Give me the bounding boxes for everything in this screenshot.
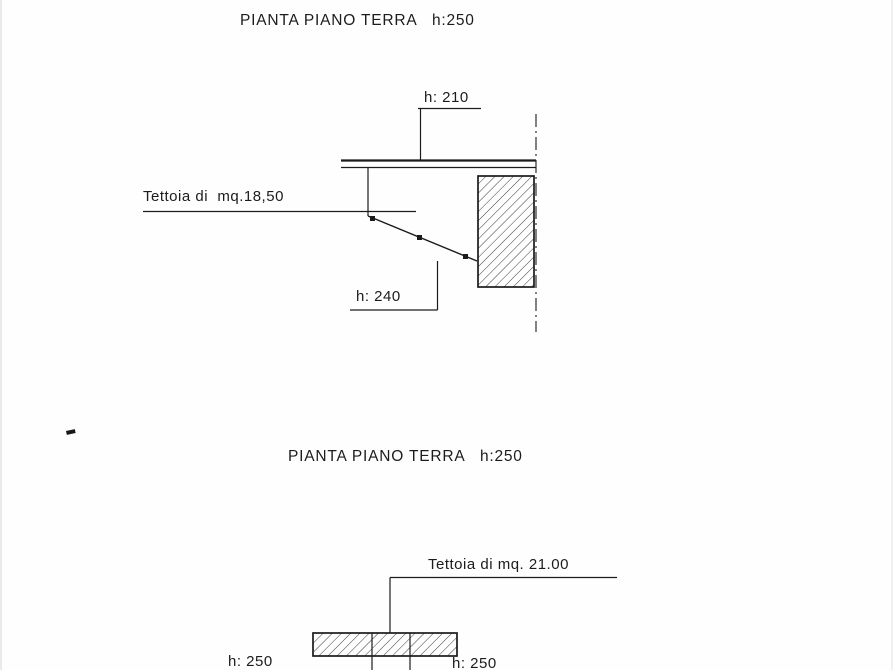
dim-h210-label: h: 210 — [424, 89, 469, 106]
canopy-slope-line — [367, 215, 478, 262]
slope-marker-squares — [370, 216, 468, 259]
upper-plan-title: PIANTA PIANO TERRA h:250 — [240, 12, 475, 29]
canopy2-label-leader — [389, 576, 617, 633]
wall-section-lines — [341, 159, 536, 169]
dim-h240-leader — [350, 261, 439, 311]
canopy2-area-label: Tettoia di mq. 21.00 — [428, 556, 569, 573]
canopy-area-label: Tettoia di mq.18,50 — [143, 188, 284, 205]
dim-h210-leader — [418, 107, 481, 160]
lower-plan-title: PIANTA PIANO TERRA h:250 — [288, 448, 523, 465]
dim-h250-right-label: h: 250 — [452, 655, 497, 670]
dim-h250-left-label: h: 250 — [228, 653, 273, 670]
hatched-pillar-section — [477, 175, 535, 288]
dim-h240-label: h: 240 — [356, 288, 401, 305]
scan-edge-left — [0, 0, 2, 670]
hatched-wall-bar — [312, 632, 458, 657]
scan-artifact — [65, 429, 76, 435]
scan-edge-right — [891, 0, 893, 670]
